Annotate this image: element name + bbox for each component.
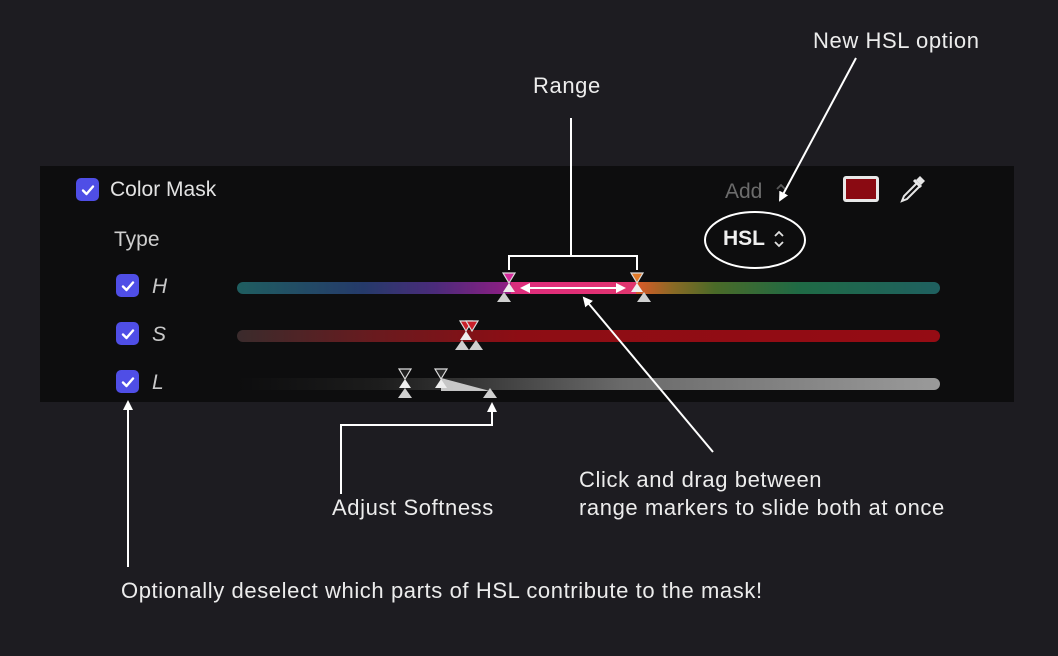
add-button[interactable]: Add	[725, 180, 763, 203]
adjust-softness-annotation: Adjust Softness	[332, 495, 494, 520]
color-mask-checkbox[interactable]	[76, 178, 99, 201]
checkmark-icon	[121, 280, 134, 291]
checkmark-icon	[81, 184, 94, 195]
luminance-slider-track[interactable]	[237, 378, 940, 390]
hue-range-start-marker[interactable]	[501, 272, 517, 292]
add-stepper-icon	[775, 183, 787, 198]
saturation-slider-track[interactable]	[237, 330, 940, 342]
mode-selector-value: HSL	[723, 227, 765, 250]
range-bracket	[508, 118, 638, 270]
eyedropper-icon[interactable]	[895, 172, 929, 206]
saturation-softness-marker[interactable]	[455, 340, 483, 350]
luminance-softness-start-marker[interactable]	[398, 388, 412, 398]
color-swatch[interactable]	[843, 176, 879, 202]
hue-softness-end-marker[interactable]	[637, 292, 651, 302]
l-label: L	[152, 371, 164, 394]
new-option-arrow	[779, 57, 857, 202]
hue-range-end-marker[interactable]	[629, 272, 645, 292]
luminance-range-start-marker[interactable]	[397, 368, 413, 388]
s-checkbox[interactable]	[116, 322, 139, 345]
hsl-highlight-circle	[704, 211, 806, 269]
deselect-annotation: Optionally deselect which parts of HSL c…	[121, 578, 763, 603]
luminance-softness-end-marker[interactable]	[483, 388, 497, 398]
type-label: Type	[114, 228, 160, 251]
h-label: H	[152, 275, 168, 298]
new-option-annotation: New HSL option	[813, 28, 980, 53]
s-label: S	[152, 323, 167, 346]
hue-range-highlight[interactable]	[511, 282, 636, 294]
checkmark-icon	[121, 376, 134, 387]
click-drag-annotation-line1: Click and drag between	[579, 467, 823, 492]
up-down-chevron-icon	[774, 230, 784, 248]
mode-selector[interactable]: HSL	[723, 226, 785, 252]
l-checkbox[interactable]	[116, 370, 139, 393]
adjust-softness-arrow	[340, 402, 497, 494]
checkmark-icon	[121, 328, 134, 339]
color-mask-title: Color Mask	[110, 178, 217, 201]
hue-softness-start-marker[interactable]	[497, 292, 511, 302]
saturation-range-marker[interactable]	[458, 320, 480, 340]
luminance-range-end-marker[interactable]	[433, 368, 449, 388]
click-drag-arrow	[582, 296, 714, 453]
range-annotation: Range	[533, 73, 601, 98]
click-drag-annotation-line2: range markers to slide both at once	[579, 495, 945, 520]
swatch-fill	[846, 179, 876, 199]
h-checkbox[interactable]	[116, 274, 139, 297]
